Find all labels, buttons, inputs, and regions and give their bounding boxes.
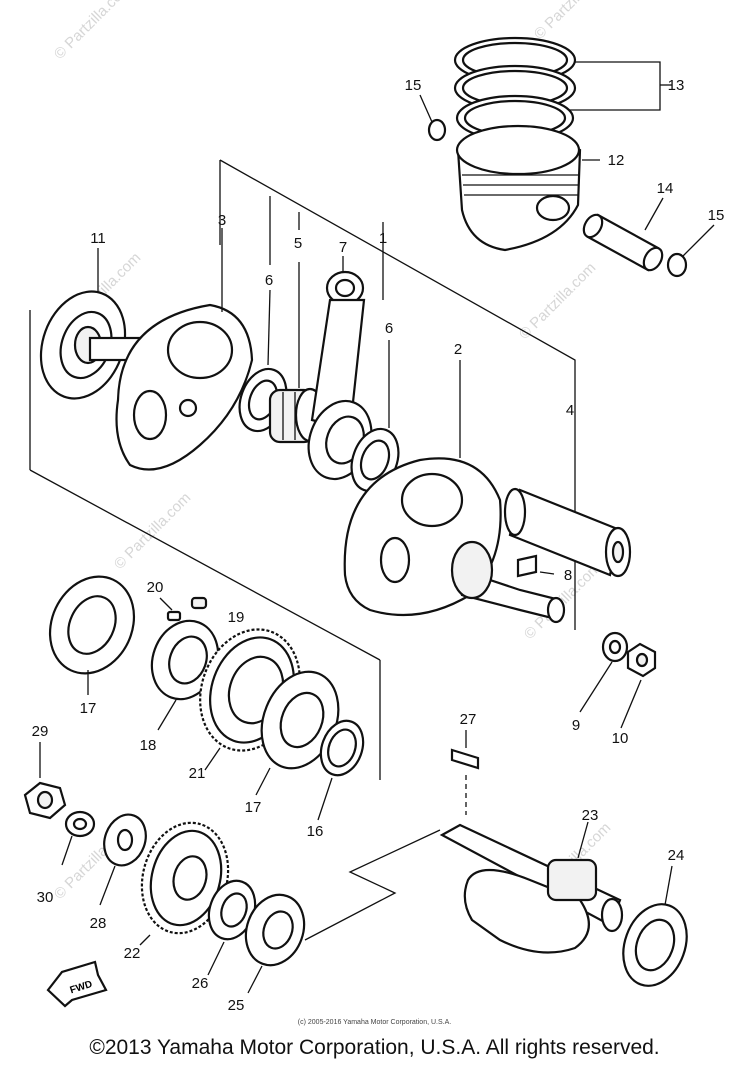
callout-8: 8 bbox=[564, 567, 572, 584]
callout-6b: 6 bbox=[385, 320, 393, 337]
callout-13: 13 bbox=[668, 77, 685, 94]
callout-20: 20 bbox=[147, 579, 164, 596]
callout-27: 27 bbox=[460, 711, 477, 728]
piston-clip-left bbox=[427, 118, 447, 142]
footer-copyright: ©2013 Yamaha Motor Corporation, U.S.A. A… bbox=[89, 1036, 660, 1059]
callout-24: 24 bbox=[668, 847, 685, 864]
crank-web-left bbox=[88, 228, 254, 471]
crank-web-right bbox=[343, 360, 566, 624]
nut-29 bbox=[23, 742, 67, 820]
callout-12: 12 bbox=[608, 152, 625, 169]
callout-7: 7 bbox=[339, 239, 347, 256]
callout-17a: 17 bbox=[80, 700, 97, 717]
callout-5: 5 bbox=[294, 235, 302, 252]
crank-pin bbox=[503, 487, 632, 578]
bearing-25 bbox=[244, 829, 441, 994]
bearing-24 bbox=[622, 865, 688, 987]
bearing-26 bbox=[207, 879, 257, 976]
watermark-1: © Partzilla.com bbox=[51, 0, 134, 63]
callout-19: 19 bbox=[228, 609, 245, 626]
callout-17b: 17 bbox=[245, 799, 262, 816]
callout-4: 4 bbox=[566, 402, 574, 419]
callout-25: 25 bbox=[228, 997, 245, 1014]
crank-bearing-left bbox=[39, 248, 127, 400]
callout-1: 1 bbox=[379, 230, 387, 247]
callout-3: 3 bbox=[218, 212, 226, 229]
connecting-rod bbox=[307, 256, 373, 481]
gear-plate bbox=[150, 619, 220, 731]
callout-10: 10 bbox=[612, 730, 629, 747]
callout-29: 29 bbox=[32, 723, 49, 740]
callout-23: 23 bbox=[582, 807, 599, 824]
callout-6a: 6 bbox=[265, 272, 273, 289]
callout-18: 18 bbox=[140, 737, 157, 754]
watermark-5: © Partzilla.com bbox=[111, 489, 194, 572]
key-27 bbox=[450, 730, 480, 815]
piston-rings bbox=[453, 36, 672, 142]
small-copyright: (c) 2005-2016 Yamaha Motor Corporation, … bbox=[297, 1019, 452, 1026]
watermark-8: © Partzilla.com bbox=[531, 0, 614, 43]
woodruff-key bbox=[516, 554, 538, 578]
callout-14: 14 bbox=[657, 180, 674, 197]
callout-26: 26 bbox=[192, 975, 209, 992]
pin-and-spring bbox=[159, 596, 208, 622]
fwd-arrow: FWD bbox=[46, 960, 108, 1008]
callout-11: 11 bbox=[90, 230, 106, 247]
piston bbox=[455, 124, 600, 252]
washer-and-nut bbox=[579, 631, 657, 729]
callout-16: 16 bbox=[307, 823, 324, 840]
plate-left bbox=[48, 575, 136, 695]
callout-22: 22 bbox=[124, 945, 141, 962]
ring-16 bbox=[317, 719, 365, 821]
piston-pin bbox=[582, 197, 664, 272]
lock-washer-30 bbox=[61, 810, 96, 866]
callout-30: 30 bbox=[37, 889, 54, 906]
piston-clip-right bbox=[666, 252, 688, 278]
callout-15b: 15 bbox=[708, 207, 725, 224]
watermark-3: © Partzilla.com bbox=[516, 259, 599, 342]
callout-9: 9 bbox=[572, 717, 580, 734]
callout-2: 2 bbox=[454, 341, 462, 358]
callout-numbers: 1 2 3 4 5 6 6 7 8 9 10 11 12 13 14 15 15… bbox=[32, 77, 725, 1014]
callout-15a: 15 bbox=[405, 77, 422, 94]
callout-28: 28 bbox=[90, 915, 107, 932]
gear-22 bbox=[139, 821, 230, 946]
balancer-shaft bbox=[439, 821, 624, 954]
washer-28 bbox=[99, 813, 147, 906]
callout-21: 21 bbox=[189, 765, 206, 782]
